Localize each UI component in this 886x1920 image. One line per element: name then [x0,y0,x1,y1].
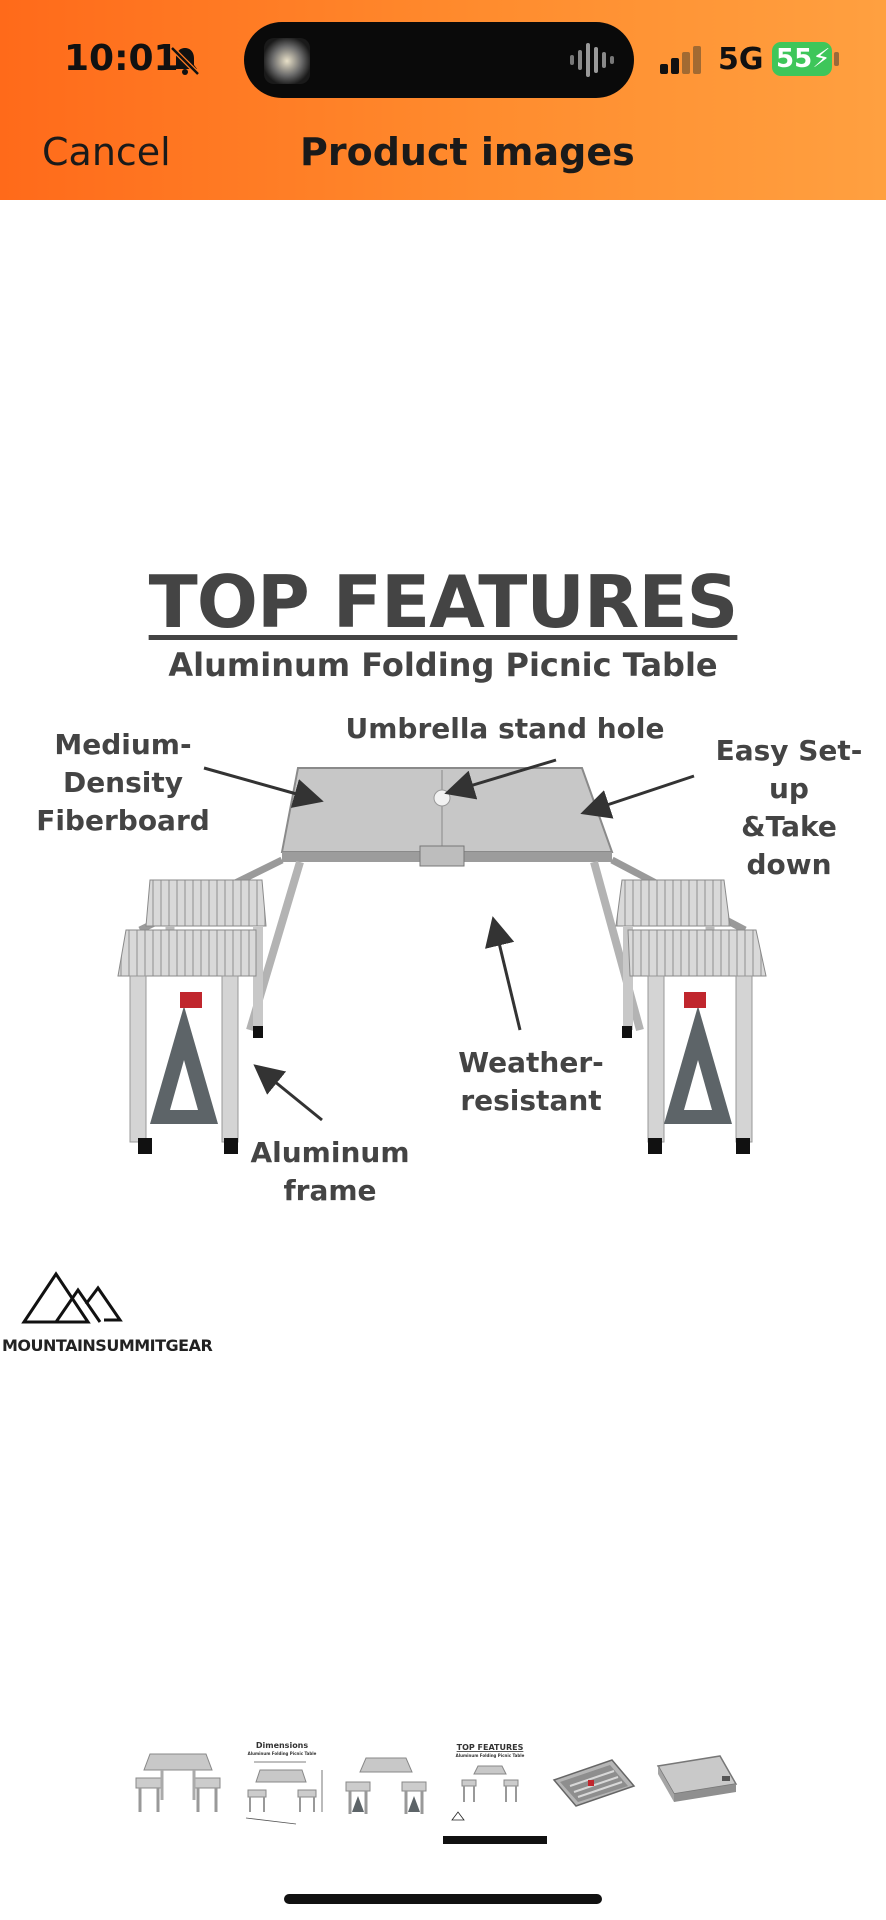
mountain-logo-icon [21,1271,123,1324]
cancel-button[interactable]: Cancel [42,130,171,174]
picnic-table-illustration [117,758,767,1154]
battery-level: 55 [776,44,813,74]
image-heading: TOP FEATURES [148,560,739,644]
callout-setup-line1: Easy Set-up [715,734,863,805]
thumbnail-strip[interactable]: Dimensions Aluminum Folding Picnic Table… [132,1740,762,1830]
brand-name: MOUNTAINSUMMITGEAR [2,1336,213,1355]
callout-umbrella: Umbrella stand hole [340,710,670,748]
callout-frame-line1: Aluminum [250,1136,410,1169]
header-bar: 10:01 5G 55⚡ Cancel Product images [0,0,886,200]
callout-weather-line2: resistant [460,1084,602,1117]
thumbnail-dimensions[interactable]: Dimensions Aluminum Folding Picnic Table [236,1740,328,1830]
thumbnail-top-features[interactable]: TOP FEATURES Aluminum Folding Picnic Tab… [444,1740,536,1830]
callout-setup: Easy Set-up &Take down [696,732,882,884]
audio-waveform-icon [570,43,614,77]
callout-fiberboard-line2: Fiberboard [36,804,210,837]
callout-frame: Aluminum frame [240,1134,420,1210]
callout-setup-line2: &Take down [741,810,837,881]
battery-cap [834,52,839,66]
callout-fiberboard: Medium-Density Fiberboard [8,726,238,840]
page-title: Product images [300,130,635,174]
thumbnail-case-closed[interactable] [652,1740,744,1830]
callout-umbrella-line1: Umbrella stand hole [345,712,665,745]
battery-indicator: 55⚡ [772,42,832,76]
thumbnail-table-open[interactable] [132,1740,224,1830]
cellular-signal-icon [660,46,701,74]
thumb-dimensions-title: Dimensions [256,1741,309,1750]
callout-weather: Weather- resistant [446,1044,616,1120]
callout-frame-line2: frame [283,1174,377,1207]
selected-thumbnail-indicator [443,1836,547,1844]
charging-bolt-icon: ⚡ [812,44,831,74]
callout-fiberboard-line1: Medium-Density [54,728,192,799]
callout-weather-line1: Weather- [458,1046,604,1079]
home-indicator[interactable] [284,1894,602,1904]
network-type: 5G [718,42,764,77]
thumbnail-table-angle[interactable] [340,1740,432,1830]
thumb-features-title: TOP FEATURES [457,1743,524,1752]
status-time: 10:01 [64,38,179,79]
bell-muted-icon [170,46,200,76]
image-subheading: Aluminum Folding Picnic Table [168,646,718,684]
now-playing-artwork[interactable] [264,38,310,84]
thumbnail-case-open[interactable] [548,1740,640,1830]
thumb-features-sub: Aluminum Folding Picnic Table [456,1753,525,1758]
thumb-dimensions-sub: Aluminum Folding Picnic Table [248,1751,317,1756]
